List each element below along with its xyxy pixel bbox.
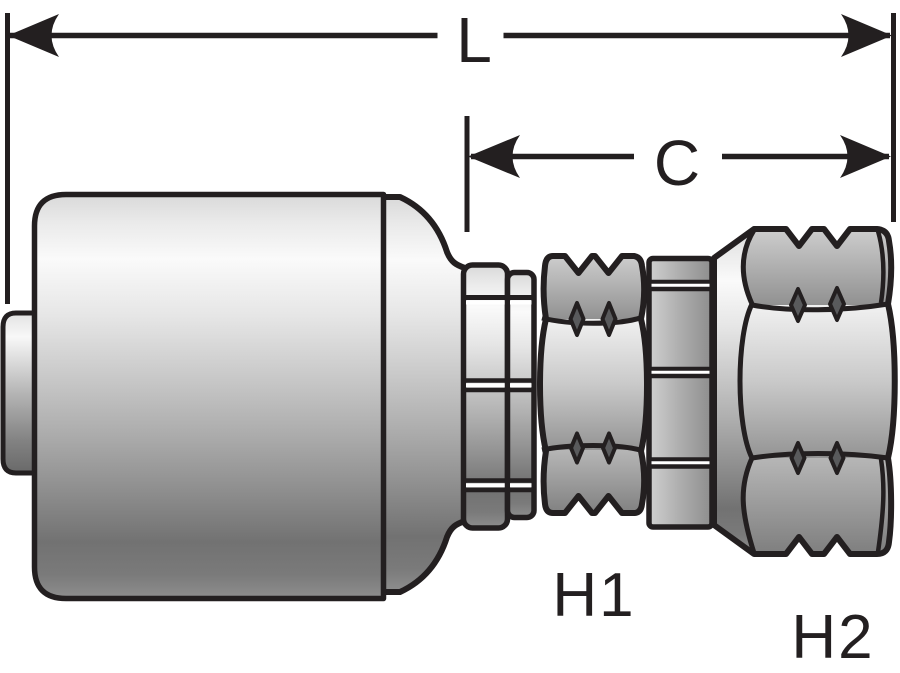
h1-diamond (568, 301, 586, 337)
bell-transition (375, 194, 468, 595)
hose-stub (0, 310, 43, 476)
h2-diamond (828, 286, 846, 322)
connector-body (646, 255, 715, 530)
hex-label-h2: H2 (791, 603, 874, 672)
l-arrowhead-right (841, 14, 892, 57)
h1-diamond (600, 301, 618, 337)
connector-sleeve (646, 255, 715, 530)
dim-label-l: L (456, 4, 492, 76)
collar-ring-1 (460, 262, 511, 531)
hex-nut-h1 (530, 250, 655, 520)
hex-label-h1: H1 (552, 561, 635, 630)
h1-middle-band (540, 319, 647, 450)
h2-facet-line (737, 228, 757, 554)
collar-ring-2 (504, 269, 537, 521)
h2-diamond (828, 441, 846, 475)
h2-diamond (789, 441, 807, 475)
dimension-L: L (5, 4, 896, 304)
dimension-C: C (464, 116, 891, 232)
l-arrowhead-left (8, 14, 59, 57)
h1-seam-upper (541, 315, 641, 326)
fitting-drawing (0, 191, 900, 602)
h1-seam-lower (541, 443, 641, 453)
h2-inner-line-right-top (875, 230, 886, 304)
h1-crown-band (540, 256, 647, 319)
collar-ring-2-body (504, 269, 537, 521)
c-arrowhead-right (840, 135, 891, 178)
h2-seam-lower (751, 451, 889, 461)
h1-diamond (569, 431, 585, 465)
h2-diamond (789, 287, 807, 323)
c-arrowhead-left (468, 135, 520, 178)
crimp-shell (31, 191, 387, 602)
h2-seam-upper (751, 301, 889, 313)
h2-inner-line-right-bottom (875, 458, 886, 553)
h1-bottom-band (540, 450, 647, 513)
swivel-nut-h2 (705, 222, 900, 560)
dim-label-c: C (654, 127, 700, 199)
h2-chamfer-facet (714, 229, 754, 554)
h1-diamond (601, 431, 617, 465)
